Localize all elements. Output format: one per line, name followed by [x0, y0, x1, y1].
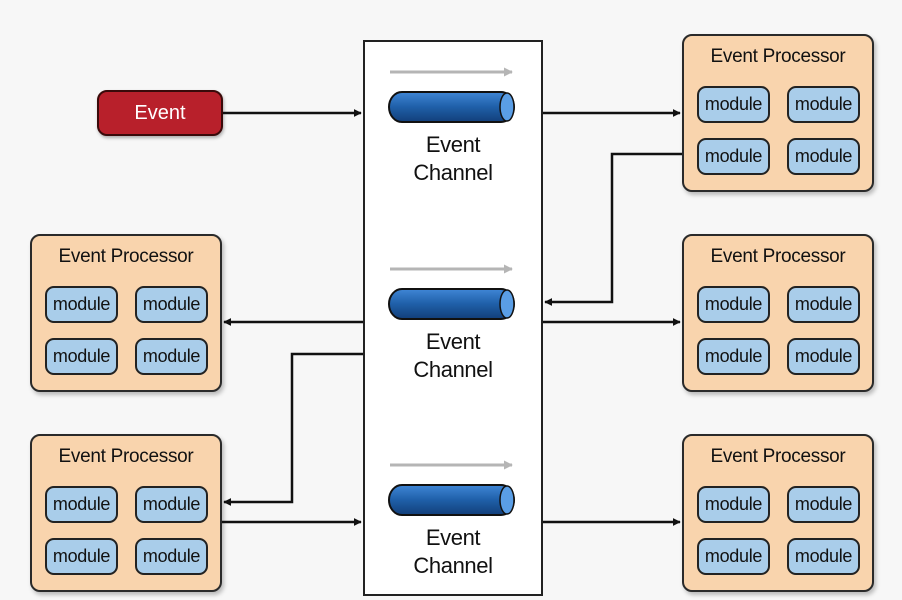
module: module: [787, 286, 860, 323]
connector-processor-to-channel-2: [544, 152, 682, 306]
module: module: [45, 538, 118, 575]
module: module: [697, 538, 770, 575]
module: module: [135, 338, 208, 375]
channel-pipe-1: [388, 91, 515, 123]
event-processor-middle-left: Event Processor module module module mod…: [30, 234, 222, 392]
event-processor-middle-right: Event Processor module module module mod…: [682, 234, 874, 392]
processor-title: Event Processor: [710, 246, 846, 267]
processor-title: Event Processor: [710, 446, 846, 467]
module: module: [697, 286, 770, 323]
channel-label-2: Event Channel: [413, 329, 493, 382]
processor-title: Event Processor: [58, 246, 194, 267]
event-processor-top-right: Event Processor module module module mod…: [682, 34, 874, 192]
module: module: [697, 338, 770, 375]
module: module: [45, 286, 118, 323]
module: module: [135, 286, 208, 323]
module: module: [45, 338, 118, 375]
module: module: [787, 538, 860, 575]
module: module: [787, 338, 860, 375]
channel-label-1: Event Channel: [413, 132, 493, 185]
event-label: Event: [134, 101, 186, 124]
module: module: [787, 138, 860, 175]
module: module: [697, 86, 770, 123]
module: module: [787, 486, 860, 523]
channel-pipe-3: [388, 484, 515, 516]
module: module: [697, 138, 770, 175]
module: module: [45, 486, 118, 523]
module: module: [135, 538, 208, 575]
channel-pipe-2: [388, 288, 515, 320]
processor-title: Event Processor: [710, 46, 846, 67]
module: module: [697, 486, 770, 523]
channel-label-3: Event Channel: [413, 525, 493, 578]
event-processor-bottom-left: Event Processor module module module mod…: [30, 434, 222, 592]
module: module: [787, 86, 860, 123]
event-box: Event: [97, 90, 223, 136]
module: module: [135, 486, 208, 523]
event-processor-bottom-right: Event Processor module module module mod…: [682, 434, 874, 592]
connector-channel-2-to-bottom-left-processor: [223, 352, 363, 506]
processor-title: Event Processor: [58, 446, 194, 467]
